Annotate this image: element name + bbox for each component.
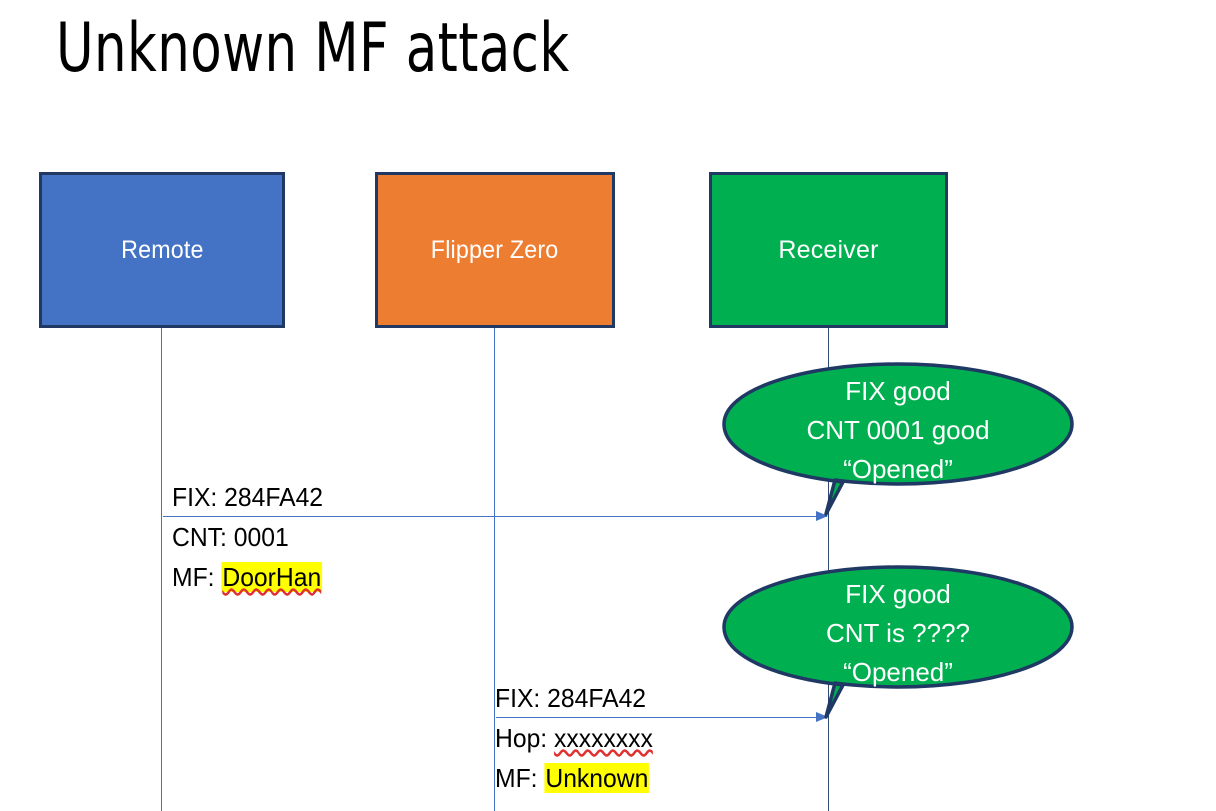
- message-line-label: CNT:: [172, 522, 234, 552]
- message-label-remote-to-receiver: FIX: 284FA42 CNT: 0001 MF: DoorHan: [172, 477, 331, 597]
- message-line-value-highlighted: DoorHan: [221, 562, 323, 592]
- message-line-value: 284FA42: [547, 683, 647, 713]
- message-line: Hop: xxxxxxxx: [495, 718, 653, 758]
- message-line-label: FIX:: [495, 683, 548, 713]
- message-line-label: FIX:: [172, 482, 225, 512]
- callout-bubble-receiver-first[interactable]: FIX good CNT 0001 good “Opened”: [722, 362, 1074, 522]
- actor-box-receiver[interactable]: Receiver: [709, 172, 948, 328]
- callout-shape: [722, 565, 1074, 719]
- message-line: CNT: 0001: [172, 517, 323, 557]
- actor-label-receiver: Receiver: [778, 235, 879, 264]
- callout-bubble-receiver-second[interactable]: FIX good CNT is ???? “Opened”: [722, 565, 1074, 725]
- lifeline-flipper-zero: [494, 328, 495, 811]
- message-line: MF: Unknown: [495, 758, 653, 798]
- actor-box-remote[interactable]: Remote: [39, 172, 285, 328]
- message-line-value: xxxxxxxx: [554, 723, 653, 753]
- callout-shape: [722, 362, 1074, 516]
- message-line-value: 0001: [233, 522, 289, 552]
- message-line-label: MF:: [495, 763, 545, 793]
- message-line-value: 284FA42: [224, 482, 324, 512]
- actor-box-flipper-zero[interactable]: Flipper Zero: [375, 172, 615, 328]
- message-line: FIX: 284FA42: [495, 678, 653, 718]
- message-label-flipper-to-receiver: FIX: 284FA42 Hop: xxxxxxxx MF: Unknown: [495, 678, 661, 798]
- message-line-label: Hop:: [495, 723, 555, 753]
- actor-label-flipper-zero: Flipper Zero: [431, 235, 559, 264]
- message-line: FIX: 284FA42: [172, 477, 323, 517]
- message-line-value-highlighted: Unknown: [544, 763, 650, 793]
- lifeline-receiver: [828, 328, 829, 811]
- actor-label-remote: Remote: [120, 235, 204, 264]
- message-line: MF: DoorHan: [172, 557, 323, 597]
- lifeline-remote: [161, 328, 162, 811]
- message-line-label: MF:: [172, 562, 222, 592]
- message-arrow-remote-to-receiver: [163, 511, 828, 521]
- page-title: Unknown MF attack: [56, 9, 570, 88]
- message-arrow-flipper-to-receiver: [496, 712, 828, 722]
